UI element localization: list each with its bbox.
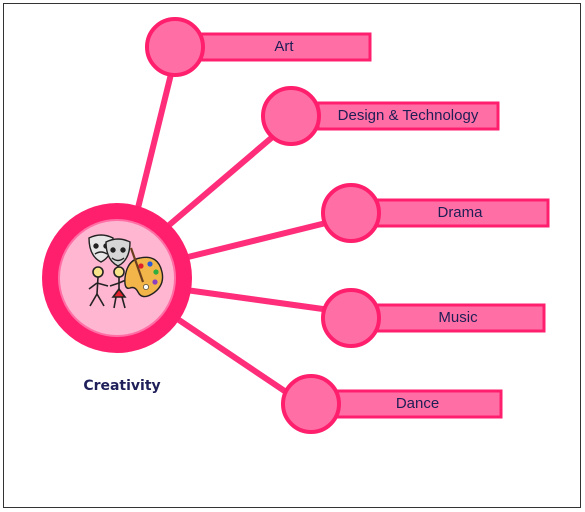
branch-node-dance — [281, 374, 341, 434]
connector-dance — [173, 315, 295, 399]
branch-label-design-technology: Design & Technology — [337, 107, 479, 124]
connectors — [134, 67, 333, 399]
hub-label: Creativity — [83, 378, 161, 394]
branch-node-music — [321, 288, 381, 348]
branch-label-music: Music — [438, 309, 478, 326]
branch-nodes — [145, 17, 381, 434]
hub-inner-circle — [58, 219, 176, 337]
connector-art — [134, 67, 175, 215]
paint-palette-icon — [124, 247, 164, 298]
branch-bar-music — [370, 303, 546, 333]
connector-music — [183, 287, 333, 313]
connector-drama — [181, 219, 333, 261]
branch-label-art: Art — [274, 38, 294, 55]
branch-label-dance: Dance — [395, 395, 440, 412]
branch-node-drama — [321, 183, 381, 243]
branch-bar-dance — [332, 389, 503, 419]
branch-bar-design-technology — [316, 101, 500, 131]
dancing-figures-icon — [88, 266, 129, 309]
connector-design-technology — [165, 131, 279, 229]
hub-node — [42, 203, 192, 353]
theatre-masks-icon — [88, 234, 131, 267]
branch-node-art — [145, 17, 205, 77]
branch-label-drama: Drama — [437, 204, 483, 221]
branch-node-design-technology — [261, 86, 321, 146]
